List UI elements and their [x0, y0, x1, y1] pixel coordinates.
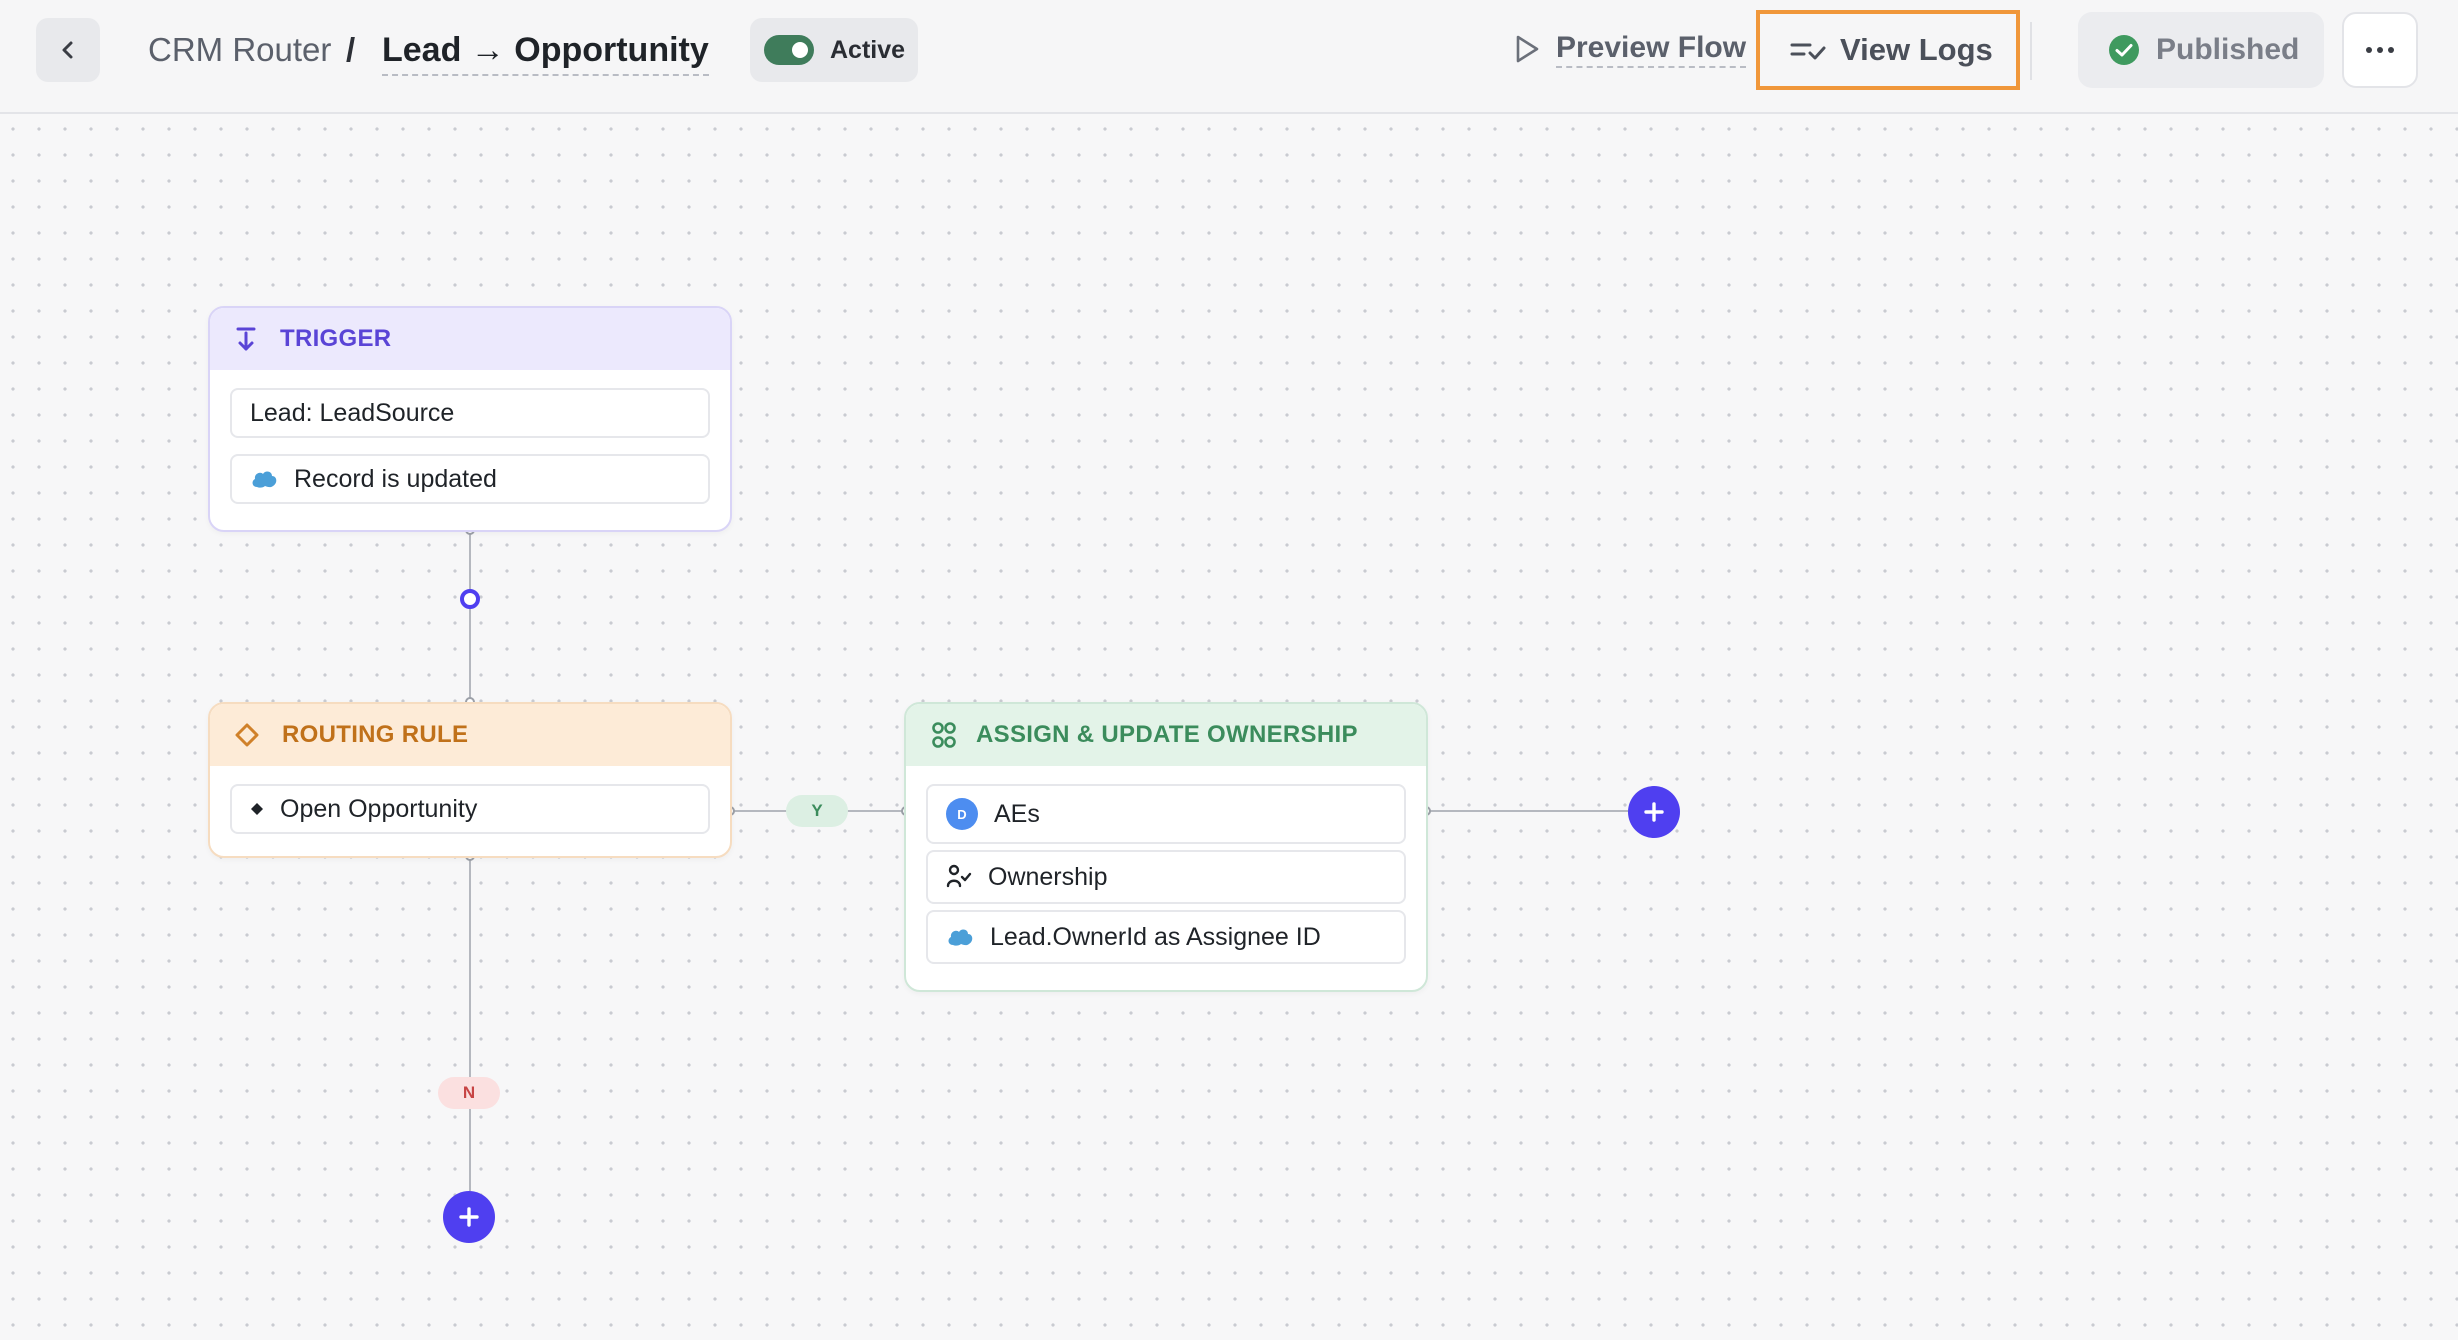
- trigger-event-text: Record is updated: [294, 464, 497, 493]
- connector-midpoint-handle: [460, 589, 480, 609]
- salesforce-cloud-icon: [948, 929, 973, 946]
- plus-icon: [1644, 802, 1664, 822]
- arrow-down-to-line-icon: [236, 327, 256, 351]
- assign-ownership-header: ASSIGN & UPDATE OWNERSHIP: [906, 704, 1426, 766]
- plus-icon: [459, 1207, 479, 1227]
- chevron-left-icon: [62, 41, 73, 59]
- trigger-event-row[interactable]: Record is updated: [230, 454, 710, 504]
- add-step-button-bottom[interactable]: [443, 1191, 495, 1243]
- breadcrumb-separator: /: [346, 31, 356, 68]
- assign-field-row[interactable]: Lead.OwnerId as Assignee ID: [926, 910, 1406, 964]
- breadcrumb-root[interactable]: CRM Router: [148, 31, 332, 68]
- assign-ownership-title: ASSIGN & UPDATE OWNERSHIP: [976, 721, 1358, 748]
- top-bar: CRM Router / Lead → Opportunity Active P…: [0, 0, 2458, 114]
- preview-flow-button[interactable]: Preview Flow: [1512, 26, 1747, 72]
- assign-ownership-row[interactable]: Ownership: [926, 850, 1406, 904]
- active-toggle-label: Active: [830, 35, 906, 64]
- routing-rule-title: ROUTING RULE: [282, 721, 469, 748]
- toggle-switch[interactable]: [764, 35, 814, 65]
- routing-rule-header: ROUTING RULE: [210, 704, 730, 766]
- add-step-button-right[interactable]: [1628, 786, 1680, 838]
- view-logs-label: View Logs: [1840, 32, 1993, 67]
- check-circle-icon: [2109, 35, 2139, 65]
- trigger-field-row[interactable]: Lead: LeadSource: [230, 388, 710, 438]
- trigger-node-header: TRIGGER: [210, 308, 730, 370]
- active-toggle[interactable]: Active: [750, 18, 918, 82]
- no-branch-badge: N: [438, 1077, 500, 1109]
- header-divider: [2030, 22, 2032, 80]
- assign-ownership-text: Ownership: [988, 862, 1108, 891]
- view-logs-button[interactable]: View Logs: [1756, 10, 2020, 90]
- assign-team-text: AEs: [994, 799, 1040, 828]
- assign-field-text: Lead.OwnerId as Assignee ID: [990, 922, 1321, 951]
- diamond-icon: [235, 723, 259, 747]
- published-label: Published: [2156, 33, 2300, 66]
- team-avatar: D: [946, 798, 978, 830]
- published-button[interactable]: Published: [2078, 12, 2324, 88]
- trigger-node-title: TRIGGER: [280, 325, 392, 352]
- more-horizontal-icon: [2366, 47, 2394, 53]
- preview-flow-label: Preview Flow: [1556, 30, 1747, 68]
- assign-ownership-node[interactable]: ASSIGN & UPDATE OWNERSHIP D AEs Ownershi…: [904, 702, 1428, 992]
- yes-branch-badge: Y: [786, 795, 848, 827]
- list-check-icon: [1790, 43, 1826, 60]
- more-options-button[interactable]: [2342, 12, 2418, 88]
- routing-condition-row[interactable]: Open Opportunity: [230, 784, 710, 834]
- routing-rule-node[interactable]: ROUTING RULE Open Opportunity: [208, 702, 732, 858]
- salesforce-cloud-icon: [252, 471, 277, 488]
- trigger-node[interactable]: TRIGGER Lead: LeadSource Record is updat…: [208, 306, 732, 532]
- user-check-icon: [946, 864, 972, 888]
- assign-team-row[interactable]: D AEs: [926, 784, 1406, 844]
- users-icon: [932, 722, 956, 748]
- play-icon: [1516, 35, 1539, 63]
- routing-condition-text: Open Opportunity: [280, 794, 478, 823]
- back-button[interactable]: [36, 18, 100, 82]
- flow-name-title[interactable]: Lead → Opportunity: [382, 30, 709, 76]
- diamond-bullet-icon: [251, 803, 263, 815]
- trigger-field-text: Lead: LeadSource: [250, 398, 455, 427]
